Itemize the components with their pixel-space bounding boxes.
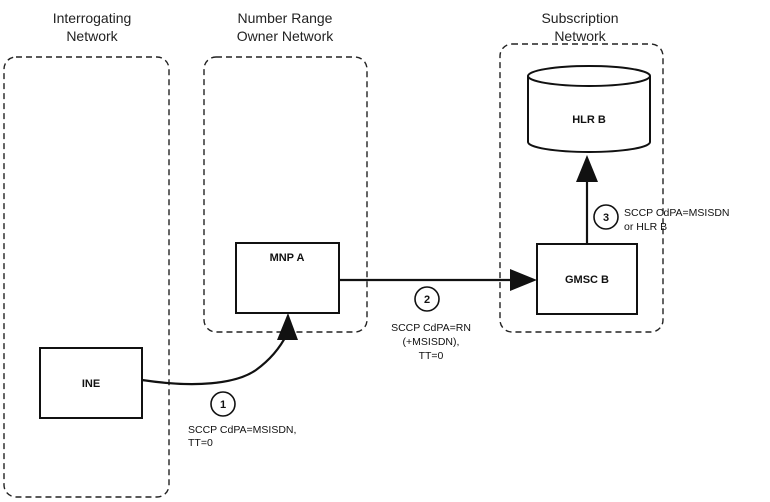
step-3-label-line1: SCCP CdPA=MSISDN xyxy=(624,207,730,219)
step-2-label-line2: (+MSISDN), xyxy=(403,336,460,348)
arrow-1-head xyxy=(277,313,298,340)
mnp-a-label: MNP A xyxy=(270,252,305,264)
step-1: 1 SCCP CdPA=MSISDN, TT=0 xyxy=(188,391,296,449)
arrow-2-head xyxy=(510,269,537,291)
subscription-network-region xyxy=(499,43,664,333)
interrogating-network-title-line1: Interrogating xyxy=(53,10,132,26)
step-1-label-line2: TT=0 xyxy=(188,437,213,449)
subscription-network-title-line1: Subscription xyxy=(541,10,618,26)
arrow-1-line xyxy=(141,333,288,386)
range-owner-network-title-line2: Owner Network xyxy=(237,28,334,44)
step-2-number: 2 xyxy=(424,294,430,306)
step-2-circle xyxy=(414,286,440,312)
ine-node xyxy=(39,347,143,419)
step-3-circle xyxy=(593,204,619,230)
step-1-label-line1: SCCP CdPA=MSISDN, xyxy=(188,424,296,436)
step-3: 3 SCCP CdPA=MSISDN or HLR B xyxy=(593,204,730,233)
hlr-b-cylinder-top xyxy=(527,65,651,87)
range-owner-network-region xyxy=(203,56,368,333)
range-owner-network-title-line1: Number Range xyxy=(238,10,333,26)
hlr-b-node: HLR B xyxy=(527,65,651,153)
step-2-label-line3: TT=0 xyxy=(419,350,444,362)
arrow-gmsc-b-to-hlr-b xyxy=(576,155,598,244)
arrow-mnp-a-to-gmsc-b xyxy=(339,269,537,291)
step-1-circle xyxy=(210,391,236,417)
gmsc-b-label: GMSC B xyxy=(565,274,609,286)
subscription-network-title-line2: Network xyxy=(554,28,606,44)
arrow-ine-to-mnp-a xyxy=(141,313,298,386)
gmsc-b-node xyxy=(536,243,638,315)
step-2: 2 SCCP CdPA=RN (+MSISDN), TT=0 xyxy=(391,286,471,362)
ine-label: INE xyxy=(82,378,100,390)
step-1-number: 1 xyxy=(220,399,226,411)
step-2-label-line1: SCCP CdPA=RN xyxy=(391,322,471,334)
interrogating-network-title-line2: Network xyxy=(66,28,118,44)
arrow-3-head xyxy=(576,155,598,182)
interrogating-network-region xyxy=(3,56,170,498)
mnp-a-node xyxy=(235,242,340,314)
step-3-label-line2: or HLR B xyxy=(624,221,667,233)
hlr-b-label: HLR B xyxy=(572,114,606,126)
step-3-number: 3 xyxy=(603,212,609,224)
hlr-b-cylinder-body xyxy=(527,76,651,153)
